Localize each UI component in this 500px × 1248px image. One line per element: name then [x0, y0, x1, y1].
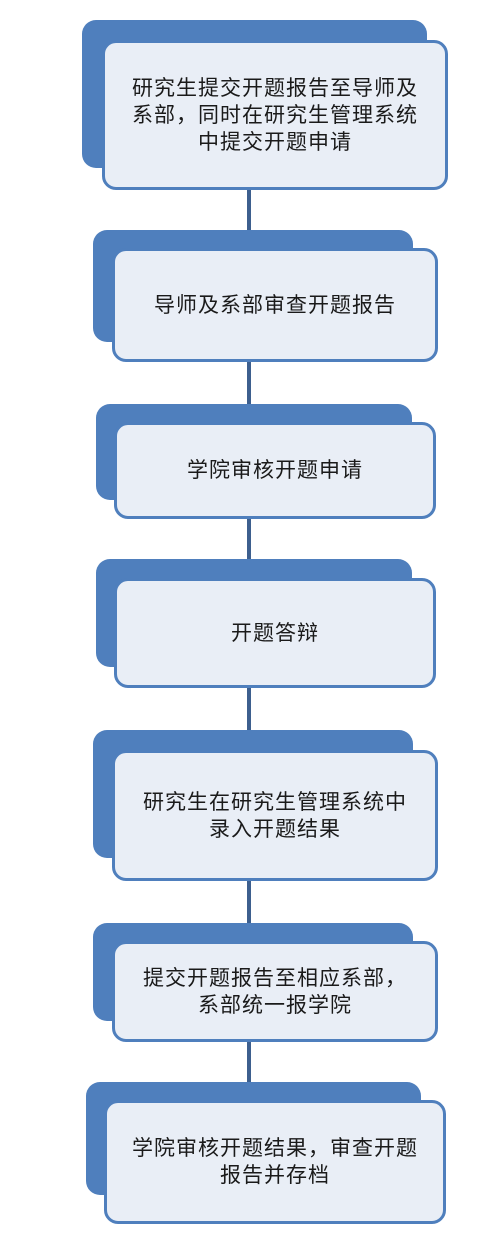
step-7-box [104, 1100, 446, 1224]
step-5-label: 研究生在研究生管理系统中 录入开题结果 [143, 789, 407, 841]
connector-5-6 [247, 881, 251, 923]
connector-6-7 [247, 1042, 251, 1082]
step-1-box [102, 40, 448, 190]
connector-2-3 [247, 362, 251, 404]
step-4-label: 开题答辩 [231, 620, 319, 645]
step-3-box [114, 422, 436, 519]
step-7-label: 学院审核开题结果，审查开题 报告并存档 [132, 1136, 418, 1187]
connector-1-2 [247, 190, 251, 230]
step-2-box [112, 248, 438, 362]
connector-3-4 [247, 519, 251, 559]
step-5-box [112, 750, 438, 881]
step-6-label: 提交开题报告至相应系部， 系部统一报学院 [143, 965, 407, 1017]
step-2-label: 导师及系部审查开题报告 [154, 292, 396, 317]
step-6-box [112, 941, 438, 1042]
connector-4-5 [247, 688, 251, 730]
step-1-label: 研究生提交开题报告至导师及 系部，同时在研究生管理系统 中提交开题申请 [132, 75, 418, 154]
step-3-label: 学院审核开题申请 [187, 458, 363, 482]
step-4-box [114, 578, 436, 688]
